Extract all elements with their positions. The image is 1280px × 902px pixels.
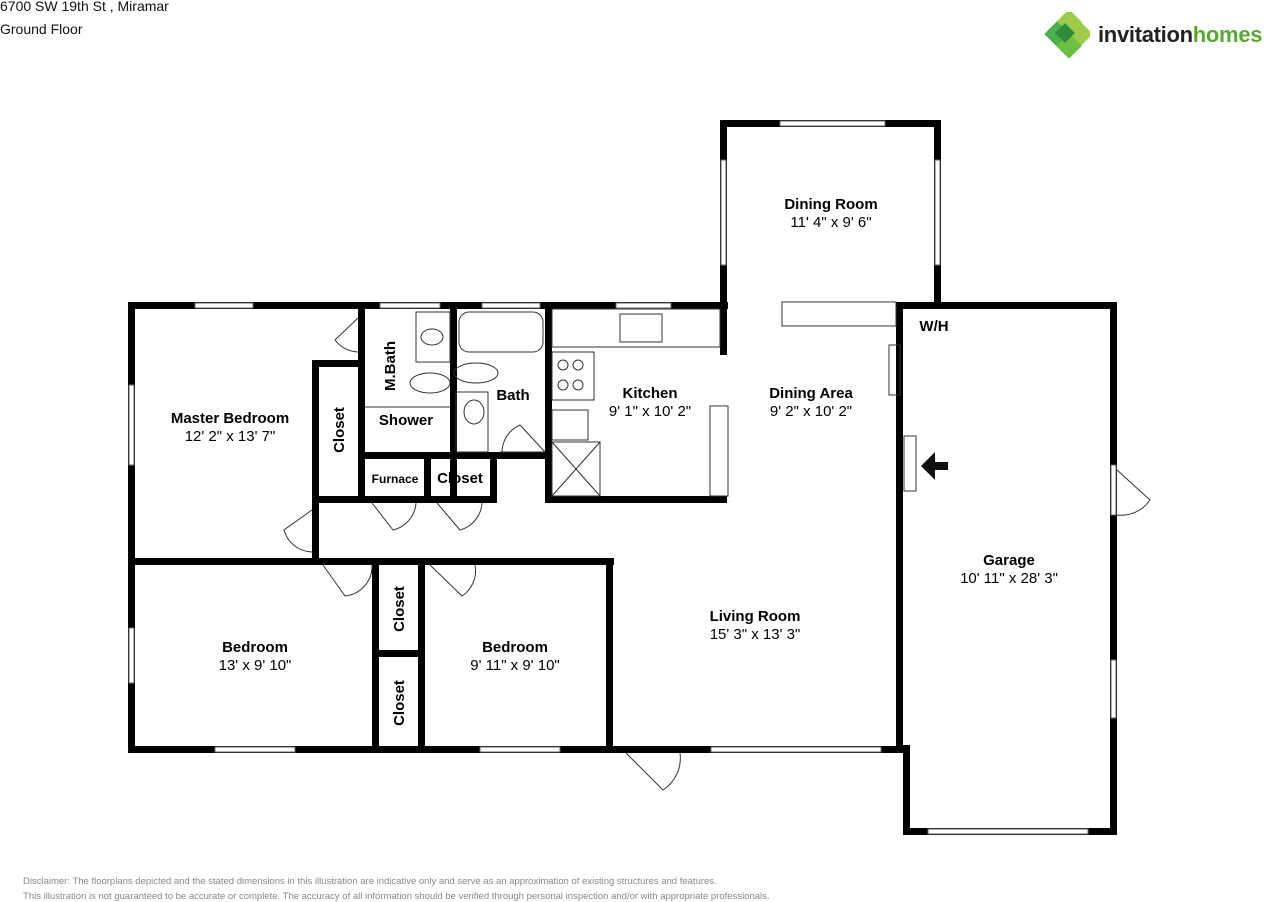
- room-name: Dining Room: [784, 196, 878, 213]
- room-master-bedroom: Master Bedroom 12' 2" x 13' 7": [171, 410, 289, 446]
- room-dims: 10' 11" x 28' 3": [960, 570, 1058, 587]
- room-dims: 15' 3" x 13' 3": [709, 626, 801, 643]
- room-kitchen: Kitchen 9' 1" x 10' 2": [609, 385, 691, 421]
- logo-text-invitation: invitation: [1098, 22, 1193, 47]
- room-dims: 11' 4" x 9' 6": [790, 214, 872, 231]
- floor-label: Ground Floor: [0, 21, 83, 37]
- logo-text-homes: homes: [1192, 22, 1263, 47]
- room-name: Kitchen: [622, 385, 678, 402]
- room-furnace: Furnace: [371, 471, 419, 486]
- room-dims: 12' 2" x 13' 7": [184, 428, 276, 445]
- room-name: Master Bedroom: [170, 410, 290, 427]
- entry-arrow-icon: [921, 452, 948, 480]
- room-dims: 9' 11" x 9' 10": [470, 657, 560, 674]
- room-name: Dining Area: [769, 385, 853, 402]
- room-name: Garage: [983, 552, 1035, 569]
- room-bedroom-left: Bedroom 13' x 9' 10": [219, 639, 292, 675]
- room-dining-area: Dining Area 9' 2" x 10' 2": [769, 385, 853, 421]
- room-bath: Bath: [496, 387, 530, 404]
- room-dining-room: Dining Room 11' 4" x 9' 6": [784, 196, 877, 232]
- room-dims: 13' x 9' 10": [218, 657, 292, 674]
- room-garage: Garage 10' 11" x 28' 3": [960, 552, 1058, 588]
- invitation-homes-logo: invitationhomes: [1044, 12, 1263, 58]
- room-hall-closet: Closet: [437, 470, 483, 487]
- room-living-room: Living Room 15' 3" x 13' 3": [710, 608, 801, 644]
- property-address: 6700 SW 19th St , Miramar: [0, 0, 169, 14]
- room-bedroom-right: Bedroom 9' 11" x 9' 10": [470, 639, 560, 675]
- room-dims: 9' 1" x 10' 2": [608, 403, 692, 420]
- room-name: Living Room: [709, 608, 801, 625]
- room-m-bath: M.Bath: [382, 341, 399, 391]
- room-name: Bedroom: [222, 639, 288, 656]
- room-closet-lower: Closet: [391, 680, 408, 726]
- room-dims: 9' 2" x 10' 2": [769, 403, 853, 420]
- room-wh: W/H: [919, 318, 949, 335]
- room-shower: Shower: [378, 412, 434, 429]
- clover-diamond-logo-icon: [1044, 12, 1090, 58]
- disclaimer-line-1: Disclaimer: The floorplans depicted and …: [23, 876, 717, 887]
- room-master-closet: Closet: [331, 407, 348, 453]
- room-name: Bedroom: [482, 639, 548, 656]
- room-closet-upper: Closet: [391, 586, 408, 632]
- disclaimer-line-2: This illustration is not guaranteed to b…: [23, 891, 770, 902]
